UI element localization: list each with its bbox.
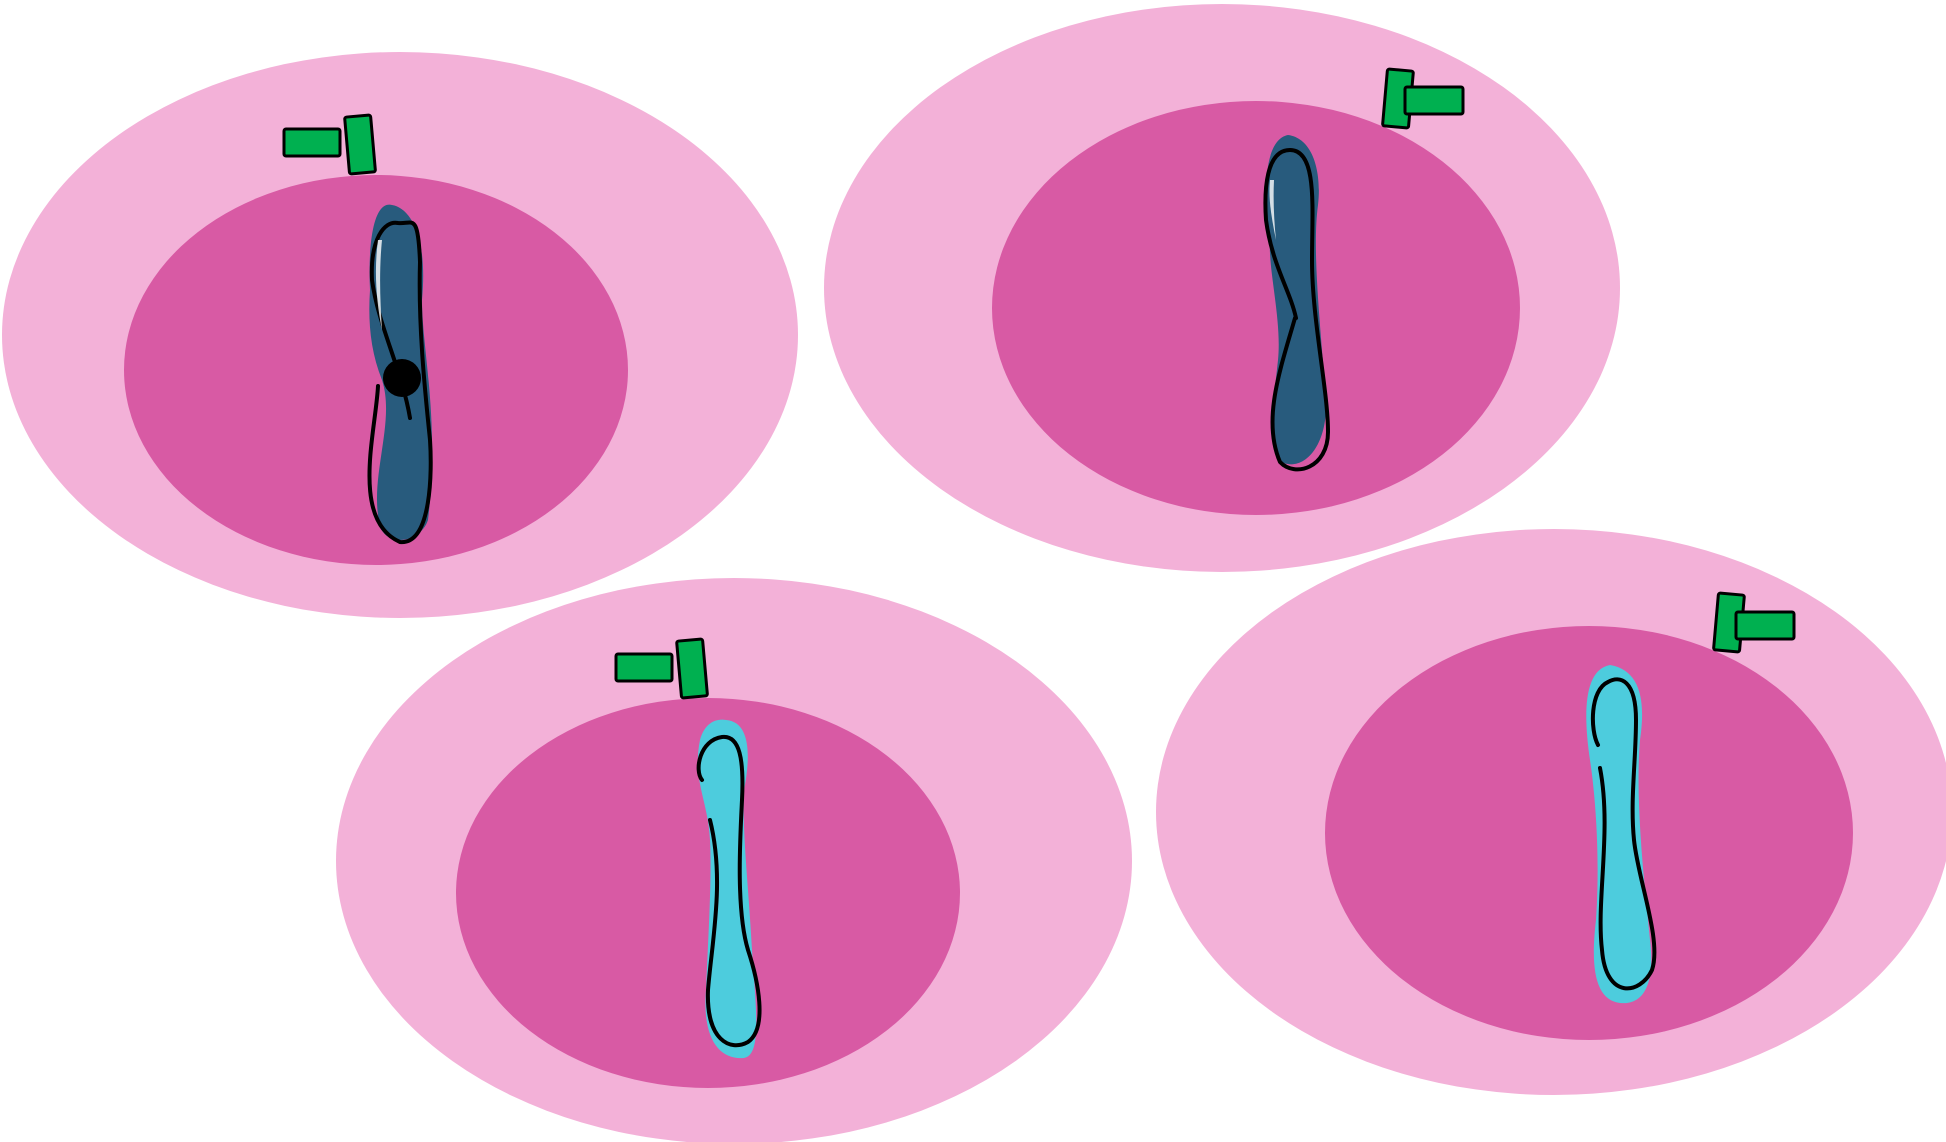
centromere <box>383 359 421 397</box>
cell-1 <box>2 52 798 618</box>
cell-2-nucleus <box>992 101 1520 515</box>
centriole-vertical <box>345 115 376 174</box>
cell-2 <box>824 4 1620 572</box>
centriole-horizontal <box>616 654 672 681</box>
centriole-horizontal <box>284 129 340 156</box>
cell-3 <box>336 578 1132 1142</box>
centriole-horizontal <box>1736 612 1794 639</box>
centriole-horizontal <box>1405 87 1463 114</box>
cell-4 <box>1156 529 1946 1095</box>
centriole-vertical <box>677 639 708 698</box>
cell-4-nucleus <box>1325 626 1853 1040</box>
